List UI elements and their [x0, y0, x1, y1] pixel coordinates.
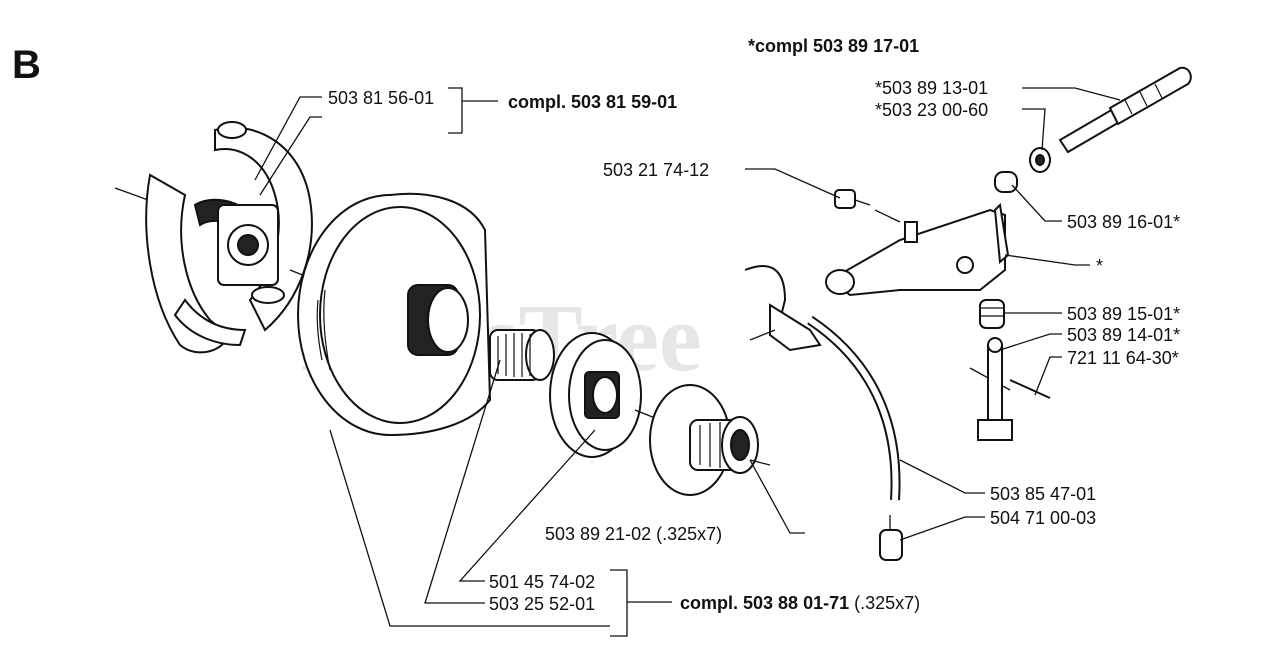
clutch-drum — [297, 192, 492, 436]
clutch-shoe-assembly — [114, 121, 346, 354]
part-label-503-23-00-60: *503 23 00-60 — [875, 100, 988, 120]
leader-lines — [254, 87, 1121, 637]
compl-label-503-88-01-71-text: compl. 503 88 01-71 — [680, 593, 849, 613]
part-label-503-21-74-12: 503 21 74-12 — [603, 160, 709, 180]
compl-label-503-88-01-71: compl. 503 88 01-71 (.325x7) — [680, 593, 920, 613]
part-label-721-11-64-30: 721 11 64-30* — [1067, 348, 1179, 368]
compl-label-503-88-01-71-suffix: (.325x7) — [849, 593, 920, 613]
compl-header-label: *compl 503 89 17-01 — [748, 36, 919, 56]
part-label-asterisk: * — [1096, 256, 1103, 276]
part-label-503-81-56-01: 503 81 56-01 — [328, 88, 434, 108]
part-label-501-45-74-02: 501 45 74-02 — [489, 572, 595, 592]
part-label-503-25-52-01: 503 25 52-01 — [489, 594, 595, 614]
part-label-503-89-14-01: 503 89 14-01* — [1067, 325, 1180, 345]
part-label-503-89-16-01: 503 89 16-01* — [1067, 212, 1180, 232]
part-label-503-89-13-01: *503 89 13-01 — [875, 78, 988, 98]
rim-sprocket — [549, 332, 642, 458]
section-letter: B — [12, 43, 41, 87]
part-label-504-71-00-03: 504 71 00-03 — [990, 508, 1096, 528]
compl-label-503-81-59-01: compl. 503 81 59-01 — [508, 92, 677, 112]
part-label-503-89-21-02: 503 89 21-02 (.325x7) — [545, 524, 722, 544]
part-label-503-85-47-01: 503 85 47-01 — [990, 484, 1096, 504]
washer-collar — [634, 384, 759, 496]
oil-pump-assembly — [744, 66, 1192, 561]
needle-bearing — [489, 329, 555, 381]
part-label-503-89-15-01: 503 89 15-01* — [1067, 304, 1180, 324]
